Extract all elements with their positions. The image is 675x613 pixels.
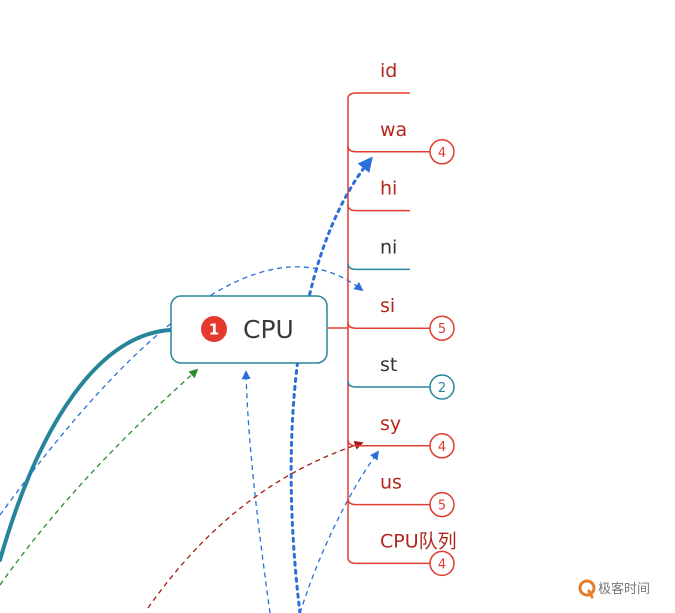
watermark: 极客时间 <box>578 579 650 599</box>
relation-arrow-darkred-to-sy <box>147 440 364 609</box>
branch-connector <box>347 322 357 329</box>
geektime-logo-icon <box>578 579 596 597</box>
branch-connector <box>347 439 357 447</box>
branch-badge-count: 2 <box>438 381 446 396</box>
parent-connector-line <box>0 328 172 562</box>
cpu-number-marker <box>201 316 227 342</box>
branch-label: us <box>380 472 402 494</box>
branch-connector <box>347 380 357 388</box>
branch-ni[interactable]: ni <box>347 236 410 271</box>
branch-badge-count: 4 <box>438 146 446 161</box>
cpu-number-text: 1 <box>209 321 219 339</box>
relation-arrow-to-sy <box>299 450 380 613</box>
cpu-node-label: CPU <box>243 315 294 344</box>
watermark-text: 极客时间 <box>598 581 650 597</box>
branch-connector <box>347 92 357 100</box>
branch-label: CPU队列 <box>380 530 457 552</box>
branch-badge-count: 5 <box>438 322 446 337</box>
branch-label: sy <box>380 413 401 435</box>
branch-label: ni <box>380 236 397 258</box>
branch-badge-circle <box>429 315 455 341</box>
geektime-logo-icon-tail <box>587 589 594 599</box>
cpu-node-box <box>170 295 328 364</box>
branch-badge-circle <box>429 433 455 459</box>
branch-badge-count: 4 <box>438 557 446 572</box>
branch-connector <box>347 263 357 271</box>
branch-badge-count: 5 <box>438 499 446 514</box>
relation-arrow-up-to-cpu <box>241 370 271 613</box>
branch-connector <box>347 204 357 212</box>
relation-arrow-green-to-cpu <box>0 368 199 586</box>
branch-label: id <box>380 60 397 82</box>
branch-connector <box>347 498 357 506</box>
branch-label: st <box>380 354 397 376</box>
branch-si[interactable]: si 5 <box>347 295 455 341</box>
branch-id[interactable]: id <box>347 60 410 100</box>
branch-badge-circle <box>429 491 455 518</box>
branch-label: wa <box>380 119 407 141</box>
branch-sy[interactable]: sy 4 <box>347 413 455 459</box>
branch-label: hi <box>380 178 397 200</box>
branch-badge-count: 4 <box>438 440 446 455</box>
branch-label: si <box>380 295 395 317</box>
branch-hi[interactable]: hi <box>347 178 410 212</box>
branch-us[interactable]: us 5 <box>347 472 455 518</box>
branch-badge-circle <box>429 550 455 577</box>
branch-badge-circle <box>429 374 455 400</box>
branch-wa[interactable]: wa 4 <box>347 119 455 165</box>
cpu-node[interactable]: 1 CPU <box>170 295 328 364</box>
branch-badge-circle <box>429 139 455 165</box>
branch-connector <box>347 557 357 565</box>
branch-cpu[interactable]: CPU队列 4 <box>347 530 457 577</box>
branch-connector <box>347 145 357 153</box>
branch-st[interactable]: st 2 <box>347 354 455 400</box>
